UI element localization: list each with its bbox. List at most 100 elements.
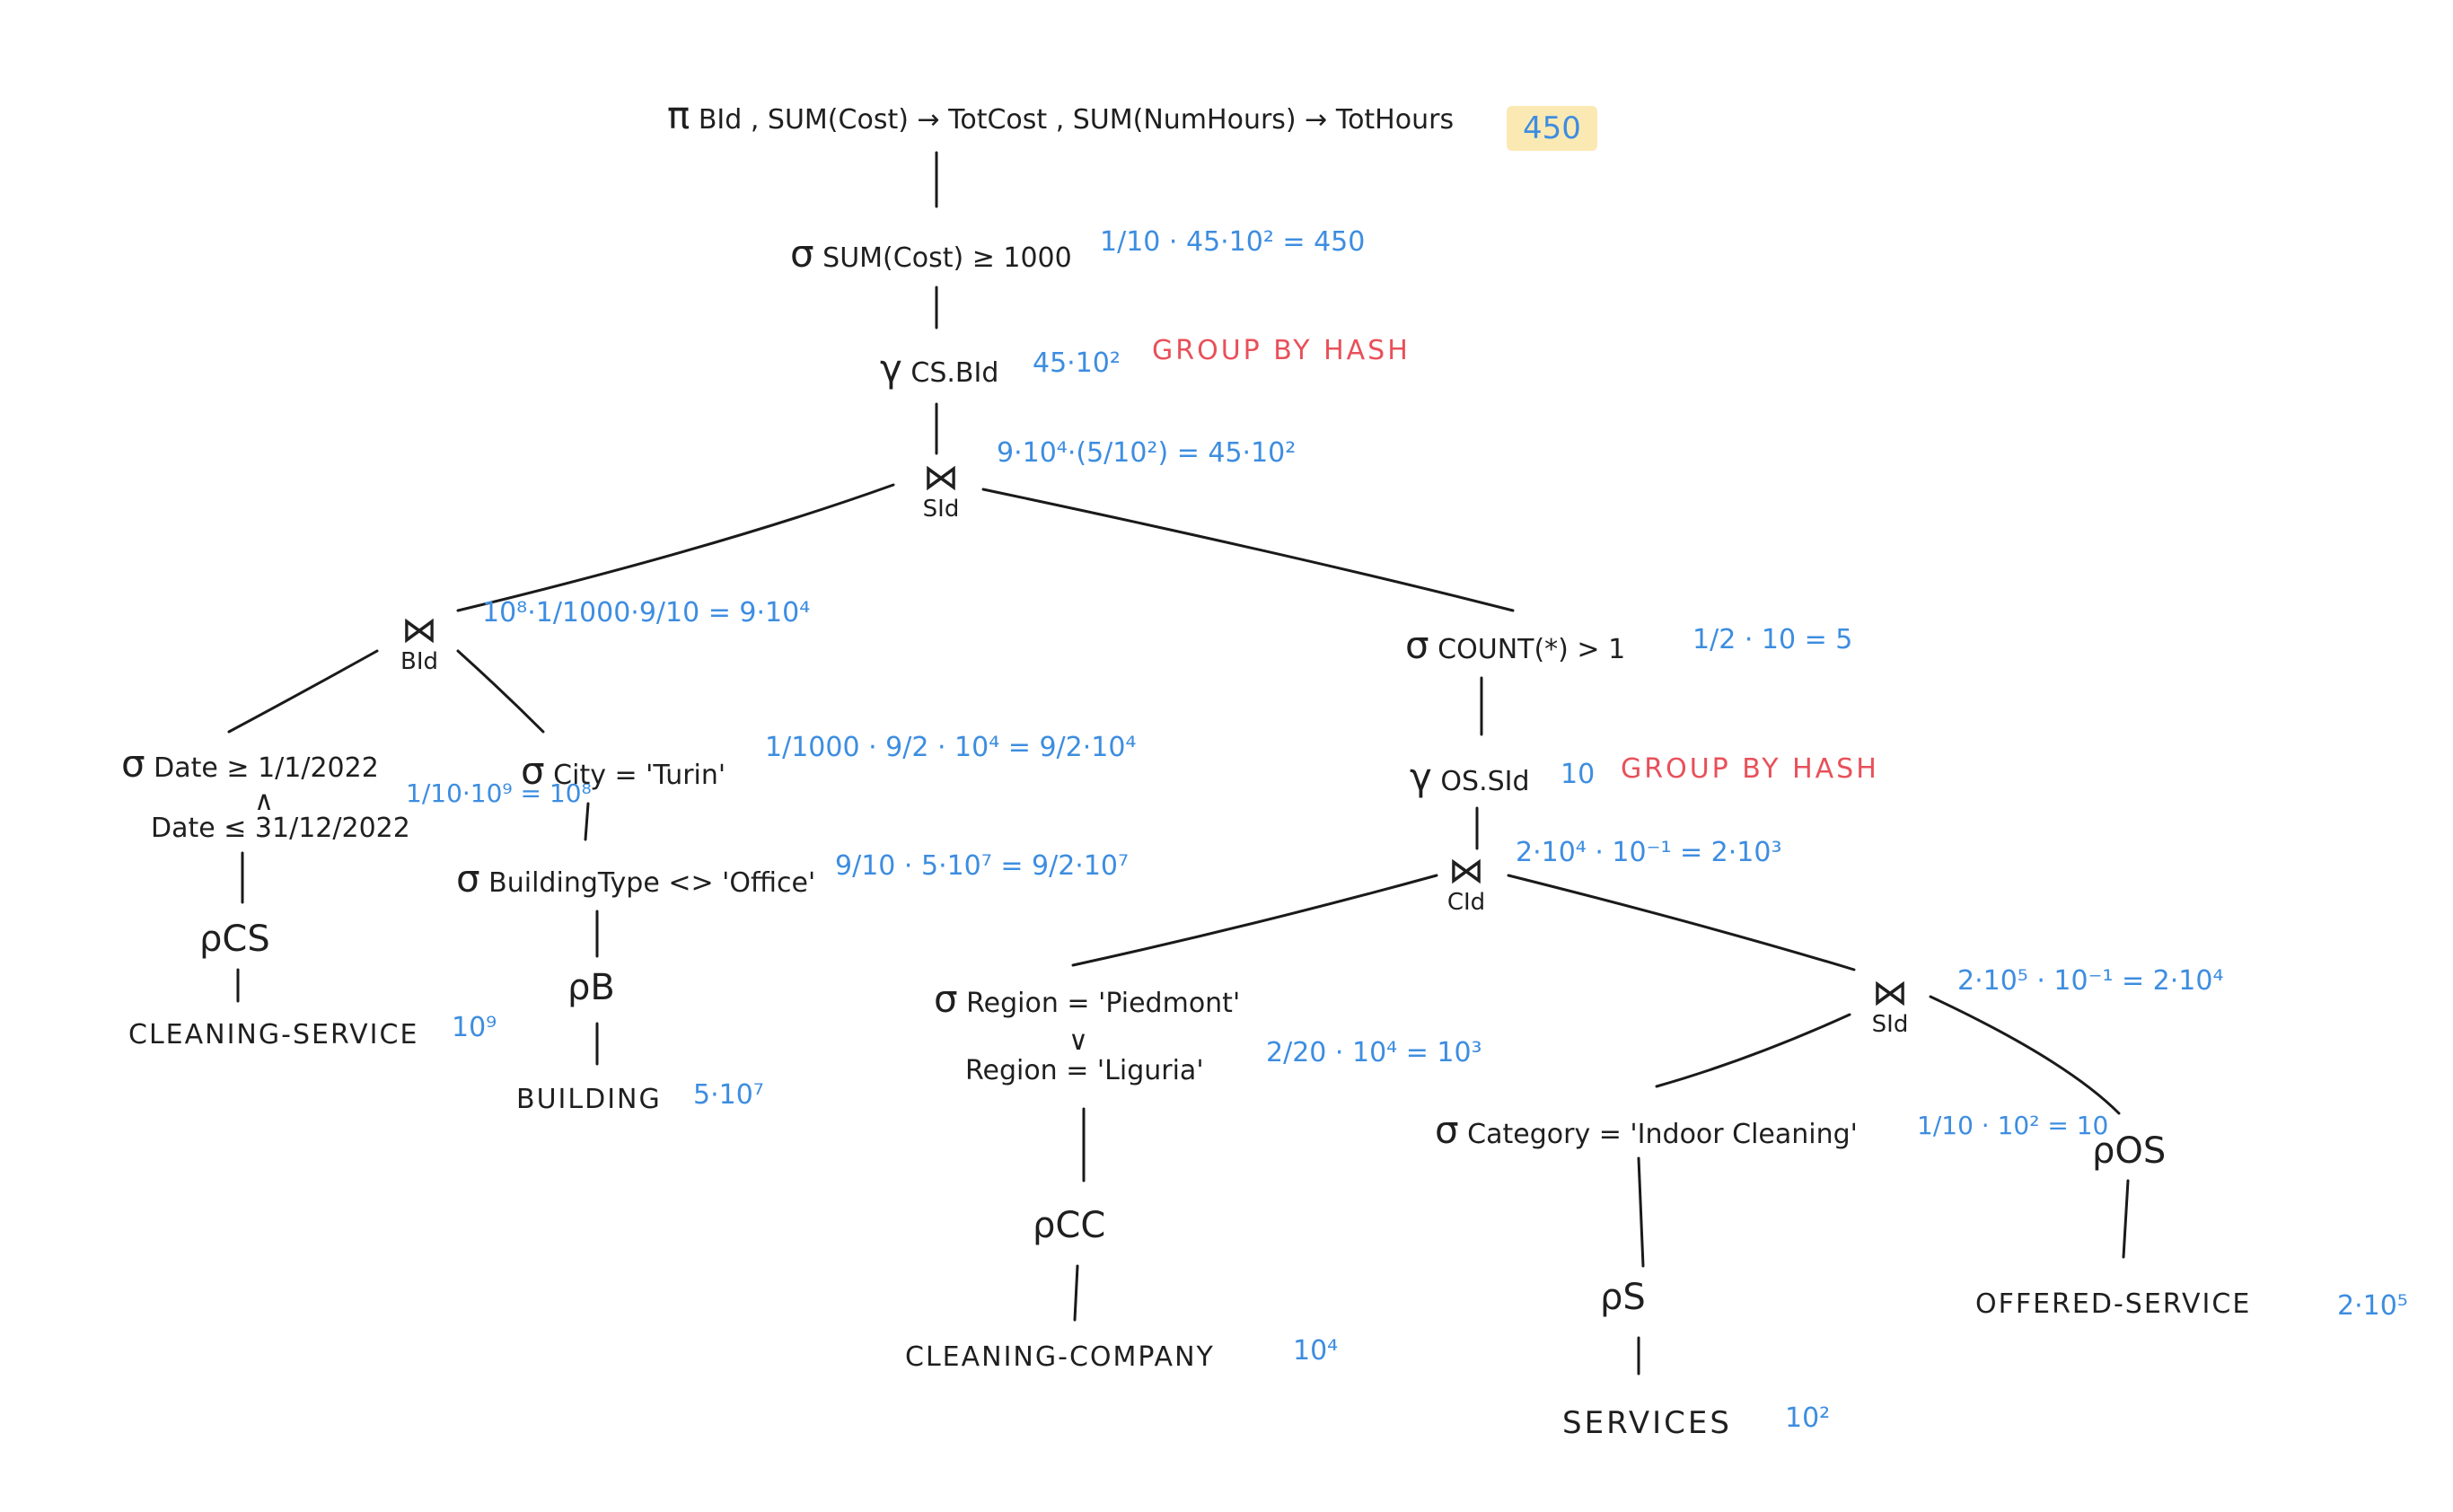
join-icon: ⋈ (923, 457, 959, 498)
cleaning-company-card: 10⁴ (1293, 1335, 1339, 1367)
sel-date-cond1: Date ≥ 1/1/2022 (154, 752, 379, 784)
sel-city-label: City = 'Turin' (553, 760, 726, 791)
projection-label: BId , SUM(Cost) → TotCost , SUM(NumHours… (698, 104, 1455, 136)
having-card: 1/10 · 45·10² = 450 (1100, 226, 1366, 258)
join-cid-attr: CId (1446, 889, 1486, 916)
rho-symbol: ρ (1033, 1205, 1056, 1246)
join-bid-node: ⋈ BId (392, 612, 446, 673)
having-node: σ SUM(Cost) ≥ 1000 (790, 235, 1072, 273)
groupby-cs-card: 45·10² (1033, 347, 1121, 379)
sel-category-label: Category = 'Indoor Cleaning' (1467, 1119, 1858, 1150)
proj-os-label: OS (2115, 1130, 2167, 1172)
cleaning-company-table: CLEANING-COMPANY (905, 1341, 1215, 1373)
rho-symbol: ρ (2092, 1130, 2115, 1172)
groupby-cs-method: GROUP BY HASH (1152, 335, 1411, 366)
join-cid-node: ⋈ CId (1435, 853, 1498, 914)
join-sid-node: ⋈ SId (914, 460, 968, 521)
sel-city-node: σ City = 'Turin' (521, 752, 725, 790)
sigma-symbol: σ (1435, 1108, 1459, 1152)
gamma-symbol: γ (880, 347, 902, 391)
edge-city-btype (584, 802, 590, 841)
sel-city-card: 1/1000 · 9/2 · 10⁴ = 9/2·10⁴ (765, 732, 1137, 763)
join-icon: ⋈ (1872, 972, 1908, 1014)
sigma-symbol: σ (456, 857, 480, 901)
sel-count-node: σ COUNT(*) > 1 (1405, 627, 1625, 664)
services-table: SERVICES (1562, 1405, 1732, 1441)
sel-date-cond2: Date ≤ 31/12/2022 (151, 813, 410, 844)
proj-os-node: ρOS (2092, 1133, 2166, 1169)
proj-cc-node: ρCC (1033, 1208, 1105, 1244)
join-sid-attr: SId (922, 496, 960, 523)
building-table: BUILDING (516, 1084, 662, 1115)
join-bid-card: 10⁸·1/1000·9/10 = 9·10⁴ (482, 597, 811, 629)
sel-btype-node: σ BuildingType <> 'Office' (456, 860, 815, 898)
edge-joinbid-city (456, 649, 545, 734)
join-icon: ⋈ (1448, 850, 1484, 892)
edge-joinsid-joinbid (456, 483, 895, 612)
sel-category-node: σ Category = 'Indoor Cleaning' (1435, 1112, 1858, 1149)
sel-region-cond1: Region = 'Piedmont' (966, 988, 1241, 1019)
sigma-symbol: σ (934, 977, 958, 1021)
join-sid2-attr: SId (1871, 1011, 1909, 1038)
proj-s-label: S (1622, 1277, 1646, 1318)
cleaning-service-table: CLEANING-SERVICE (128, 1019, 419, 1050)
sel-btype-card: 9/10 · 5·10⁷ = 9/2·10⁷ (835, 850, 1130, 882)
having-label: SUM(Cost) ≥ 1000 (822, 242, 1072, 274)
groupby-os-method: GROUP BY HASH (1621, 753, 1879, 785)
rho-symbol: ρ (1600, 1277, 1623, 1318)
sel-count-card: 1/2 · 10 = 5 (1692, 624, 1853, 655)
proj-cc-label: CC (1055, 1205, 1106, 1246)
sigma-symbol: σ (521, 749, 545, 793)
edge-projos-offeredservice (2122, 1179, 2130, 1259)
edge-projcc-cleaningcompany (1073, 1264, 1079, 1322)
groupby-os-card: 10 (1561, 759, 1596, 790)
join-sid2-card: 2·10⁵ · 10⁻¹ = 2·10⁴ (1957, 965, 2224, 997)
sel-region-line1: σ Region = 'Piedmont' (934, 980, 1240, 1018)
projection-card: 450 (1507, 106, 1597, 151)
edge-category-projs (1637, 1156, 1645, 1268)
proj-b-label: B (590, 967, 615, 1008)
sel-btype-label: BuildingType <> 'Office' (488, 867, 816, 899)
edge-joincid-joinsid2 (1507, 874, 1856, 971)
join-sid-card: 9·10⁴·(5/10²) = 45·10² (997, 437, 1297, 469)
sel-count-label: COUNT(*) > 1 (1438, 634, 1626, 665)
rho-symbol: ρ (567, 967, 591, 1008)
proj-s-node: ρS (1600, 1279, 1646, 1315)
offered-service-table: OFFERED-SERVICE (1975, 1288, 2252, 1320)
sel-date-and: ∧ (254, 786, 274, 817)
proj-b-node: ρB (567, 970, 615, 1006)
offered-service-card: 2·10⁵ (2337, 1290, 2408, 1322)
join-bid-attr: BId (400, 648, 438, 675)
services-card: 10² (1785, 1402, 1831, 1434)
projection-node: π BId , SUM(Cost) → TotCost , SUM(NumHou… (667, 97, 1454, 135)
sigma-symbol: σ (790, 232, 814, 276)
sel-region-or: ∨ (1068, 1025, 1088, 1057)
groupby-os-label: OS.SId (1440, 766, 1530, 797)
sel-date-card: 1/10·10⁹ = 10⁸ (406, 778, 592, 808)
sigma-symbol: σ (1405, 623, 1429, 667)
edge-joincid-region (1071, 874, 1438, 967)
join-sid2-node: ⋈ SId (1859, 975, 1921, 1036)
sel-category-card: 1/10 · 10² = 10 (1917, 1111, 2109, 1140)
edge-joinbid-date (227, 649, 379, 734)
gamma-symbol: γ (1410, 755, 1432, 799)
proj-cs-node: ρCS (199, 921, 270, 957)
building-card: 5·10⁷ (693, 1079, 764, 1111)
sel-date-line1: σ Date ≥ 1/1/2022 (121, 745, 379, 783)
edge-joinsid2-category (1655, 1013, 1851, 1088)
edge-joinsid-count (981, 488, 1515, 612)
pi-symbol: π (667, 93, 690, 137)
groupby-cs-node: γ CS.BId (880, 350, 998, 388)
sel-region-cond2: Region = 'Liguria' (965, 1055, 1204, 1086)
cleaning-service-card: 10⁹ (452, 1012, 497, 1043)
rho-symbol: ρ (199, 919, 223, 960)
groupby-os-node: γ OS.SId (1410, 759, 1530, 796)
sigma-symbol: σ (121, 742, 145, 786)
edge-joinsid2-projos (1929, 995, 2121, 1115)
join-cid-card: 2·10⁴ · 10⁻¹ = 2·10³ (1516, 837, 1782, 868)
sel-region-card: 2/20 · 10⁴ = 10³ (1266, 1037, 1482, 1068)
groupby-cs-label: CS.BId (910, 357, 999, 389)
proj-cs-label: CS (222, 919, 270, 960)
